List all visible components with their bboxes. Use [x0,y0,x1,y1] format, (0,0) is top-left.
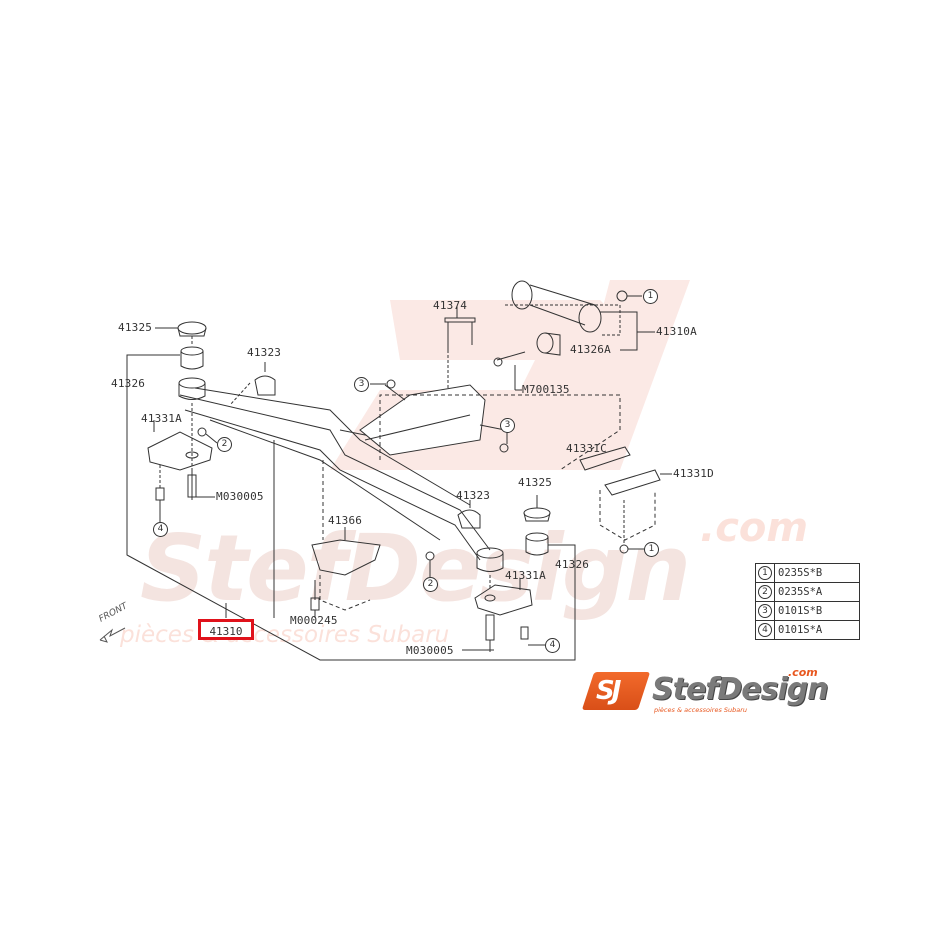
legend-row: 2 0235S*A [755,582,860,602]
part-label-41326a[interactable]: 41326A [570,343,611,356]
legend-number: 1 [758,566,772,580]
part-label-m000245[interactable]: M000245 [290,614,338,627]
callout-3-left[interactable]: 3 [354,377,369,392]
legend-code: 0235S*A [774,582,860,602]
part-label-m700135[interactable]: M700135 [522,383,570,396]
logo-domain: .com [788,666,818,679]
logo-tagline: pièces & accessoires Subaru [654,706,748,714]
legend-number: 2 [758,585,772,599]
watermark-domain: .com [700,505,809,551]
legend-code: 0101S*A [774,620,860,640]
callout-4-right[interactable]: 4 [545,638,560,653]
part-label-41331a[interactable]: 41331A [141,412,182,425]
highlighted-part-41310[interactable]: 41310 [198,619,254,640]
part-label-41366[interactable]: 41366 [328,514,363,527]
part-label-m030005-right[interactable]: M030005 [406,644,454,657]
part-label-41331d[interactable]: 41331D [673,467,714,480]
part-label-41323[interactable]: 41323 [247,346,282,359]
legend-code: 0235S*B [774,563,860,583]
part-label-41331c[interactable]: 41331C [566,442,607,455]
callout-3-right[interactable]: 3 [500,418,515,433]
callout-4-left[interactable]: 4 [153,522,168,537]
legend-table: 1 0235S*B 2 0235S*A 3 0101S*B 4 0101S*A [755,563,860,640]
callout-1-bottom[interactable]: 1 [644,542,659,557]
logo-name: StefDesign [652,672,829,707]
part-label-41325-right[interactable]: 41325 [518,476,553,489]
legend-number: 4 [758,623,772,637]
legend-row: 3 0101S*B [755,601,860,621]
callout-2-middle[interactable]: 2 [423,577,438,592]
legend-row: 4 0101S*A [755,620,860,640]
part-label-41326-right[interactable]: 41326 [555,558,590,571]
legend-number: 3 [758,604,772,618]
legend-row: 1 0235S*B [755,563,860,583]
watermark-brand: StefDesign [140,515,691,622]
watermark-tagline: pièces & accessoires Subaru [120,622,450,648]
callout-2-left[interactable]: 2 [217,437,232,452]
legend-code: 0101S*B [774,601,860,621]
logo-badge: SJ [581,672,651,710]
stefdesign-logo[interactable]: SJ StefDesign .com pièces & accessoires … [581,666,844,716]
part-label-41326[interactable]: 41326 [111,377,146,390]
part-label-41323-mid[interactable]: 41323 [456,489,491,502]
part-label-41374[interactable]: 41374 [433,299,468,312]
callout-1-top[interactable]: 1 [643,289,658,304]
part-label-m030005[interactable]: M030005 [216,490,264,503]
part-label-41325[interactable]: 41325 [118,321,153,334]
part-label-41310a[interactable]: 41310A [656,325,697,338]
part-label-41310: 41310 [209,625,243,638]
part-label-41331a-right[interactable]: 41331A [505,569,546,582]
